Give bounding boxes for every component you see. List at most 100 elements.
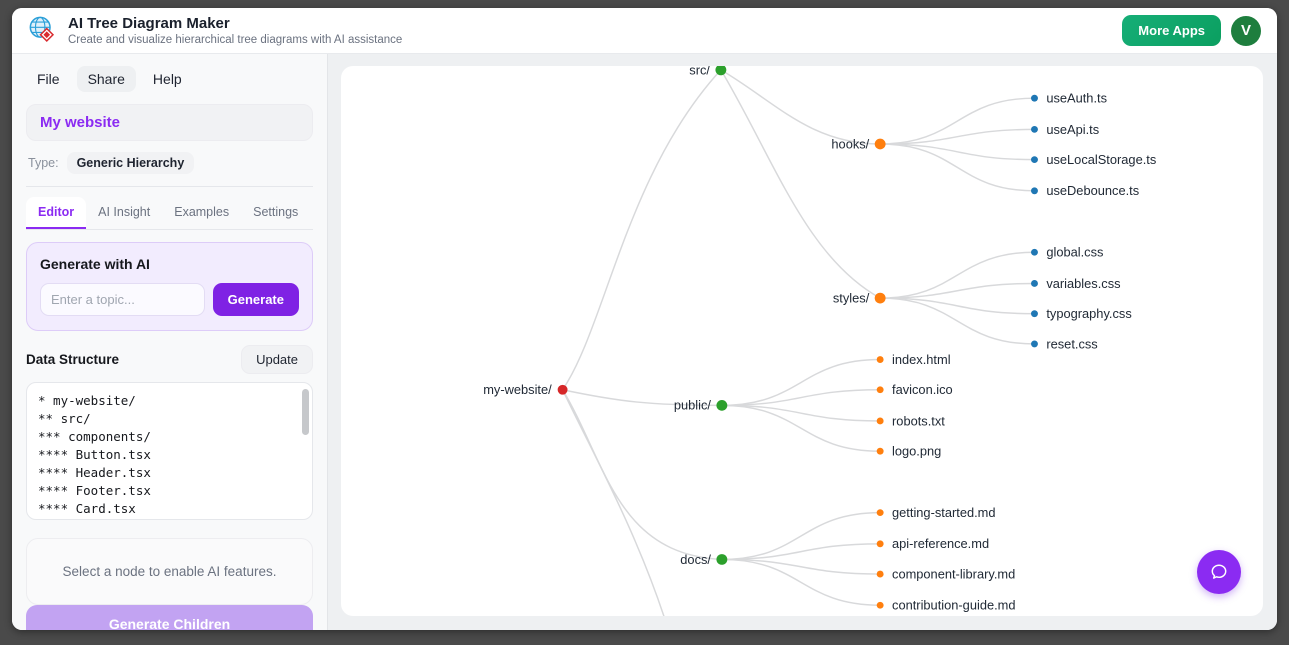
tree-node-my-website[interactable] [557,384,568,395]
tree-node-useDebounce[interactable] [1031,187,1038,195]
tree-node-label-contribution-guide: contribution-guide.md [892,598,1016,613]
tree-link [561,389,722,561]
menu-item-share[interactable]: Share [76,66,136,92]
tab-editor[interactable]: Editor [26,197,87,229]
tree-link [721,358,881,407]
data-structure-header: Data Structure Update [26,345,313,374]
tree-node-label-public: public/ [674,398,712,413]
sidebar: File Share Help My website Type: Generic… [12,54,328,630]
tree-link [880,97,1035,145]
sidebar-divider [26,186,313,187]
document-type-row: Type: Generic Hierarchy [26,152,313,174]
tree-link [880,297,1035,315]
tree-node-robots[interactable] [876,417,884,425]
app-title: AI Tree Diagram Maker [68,14,230,32]
sidebar-tabs: Editor AI Insight Examples Settings [26,197,313,230]
tree-link [721,558,881,575]
app-window: AI Tree Diagram Maker Create and visuali… [12,8,1277,630]
tree-node-label-useDebounce: useDebounce.ts [1046,183,1139,198]
tree-node-label-styles: styles/ [833,291,870,306]
tree-node-contribution-guide[interactable] [876,601,884,609]
menu-item-help[interactable]: Help [152,71,182,87]
tree-link [880,297,1035,345]
menu-item-file[interactable]: File [37,71,60,87]
tree-link [880,251,1035,299]
tree-node-global[interactable] [1031,248,1038,256]
tree-link [880,143,1035,161]
tree-link [721,558,881,607]
tree-node-favicon[interactable] [876,386,884,394]
tree-link [721,389,881,407]
tree-node-typography[interactable] [1031,310,1038,318]
tree-node-hooks[interactable] [874,138,886,150]
tree-link [880,128,1035,145]
tree-link [721,543,881,561]
tree-node-label-src: src/ [689,66,710,77]
tree-node-label-typography: typography.css [1046,306,1131,321]
data-structure-label: Data Structure [26,352,120,367]
generate-button[interactable]: Generate [212,283,299,316]
tree-link [721,511,881,561]
tree-node-label-useAuth: useAuth.ts [1046,91,1107,106]
data-structure-editor-wrap [26,382,313,525]
tree-node-docs[interactable] [716,554,728,565]
tree-node-useLocalStorage[interactable] [1031,156,1038,164]
tree-node-reset[interactable] [1031,340,1038,348]
tree-node-styles[interactable] [874,292,886,304]
chat-fab-button[interactable] [1197,550,1241,594]
tree-link [721,404,881,452]
tree-node-index[interactable] [876,356,884,363]
data-structure-editor[interactable] [26,382,313,520]
tree-node-label-my-website: my-website/ [483,382,552,397]
tab-examples[interactable]: Examples [174,205,230,219]
tree-node-variables[interactable] [1031,280,1038,287]
editor-scrollbar-thumb[interactable] [302,389,309,435]
tree-node-api-reference[interactable] [876,540,884,548]
topic-input[interactable] [40,283,205,316]
tree-link [880,282,1035,299]
tree-node-src[interactable] [715,66,727,76]
tree-node-label-global: global.css [1046,245,1103,260]
generate-children-button[interactable]: Generate Children [26,605,313,630]
type-label: Type: [28,156,59,170]
user-avatar[interactable]: V [1231,15,1261,46]
generate-ai-panel: Generate with AI Generate [26,242,313,331]
tree-node-logo[interactable] [876,447,884,455]
node-hint: Select a node to enable AI features. [26,538,313,605]
tree-link [720,69,881,299]
tree-node-label-useApi: useApi.ts [1046,122,1099,137]
tab-ai-insight[interactable]: AI Insight [98,205,151,219]
tree-node-label-useLocalStorage: useLocalStorage.ts [1046,152,1156,167]
document-title[interactable]: My website [26,104,313,141]
tree-node-label-index: index.html [892,352,951,367]
tree-node-getting-started[interactable] [876,509,884,517]
tree-svg[interactable]: my-website/src/hooks/styles/public/docs/… [341,66,1263,616]
update-button[interactable]: Update [241,345,313,374]
tree-link [561,69,722,391]
app-logo-icon [29,16,55,42]
tree-node-label-getting-started: getting-started.md [892,505,996,520]
tree-node-useApi[interactable] [1031,125,1038,133]
tree-node-label-reset: reset.css [1046,336,1097,351]
tree-node-public[interactable] [716,399,728,411]
main-area: my-website/src/hooks/styles/public/docs/… [328,54,1277,630]
generate-ai-title: Generate with AI [40,256,150,272]
app-header: AI Tree Diagram Maker Create and visuali… [12,8,1277,54]
tab-settings[interactable]: Settings [253,205,299,219]
more-apps-button[interactable]: More Apps [1122,15,1221,46]
tree-node-label-logo: logo.png [892,444,941,459]
tree-link [720,69,881,145]
tree-node-label-robots: robots.txt [892,413,945,428]
chat-bubble-icon [1211,564,1227,579]
app-subtitle: Create and visualize hierarchical tree d… [68,33,403,46]
tree-node-useAuth[interactable] [1031,94,1038,102]
tree-link [561,389,665,616]
tree-node-label-variables: variables.css [1046,276,1120,291]
tree-node-label-component-library: component-library.md [892,567,1015,582]
tree-node-label-hooks: hooks/ [831,136,869,151]
tree-node-label-api-reference: api-reference.md [892,536,989,551]
type-value: Generic Hierarchy [66,152,195,174]
diagram-canvas[interactable]: my-website/src/hooks/styles/public/docs/… [341,66,1263,616]
tree-node-component-library[interactable] [876,570,884,578]
tree-link [880,143,1035,192]
